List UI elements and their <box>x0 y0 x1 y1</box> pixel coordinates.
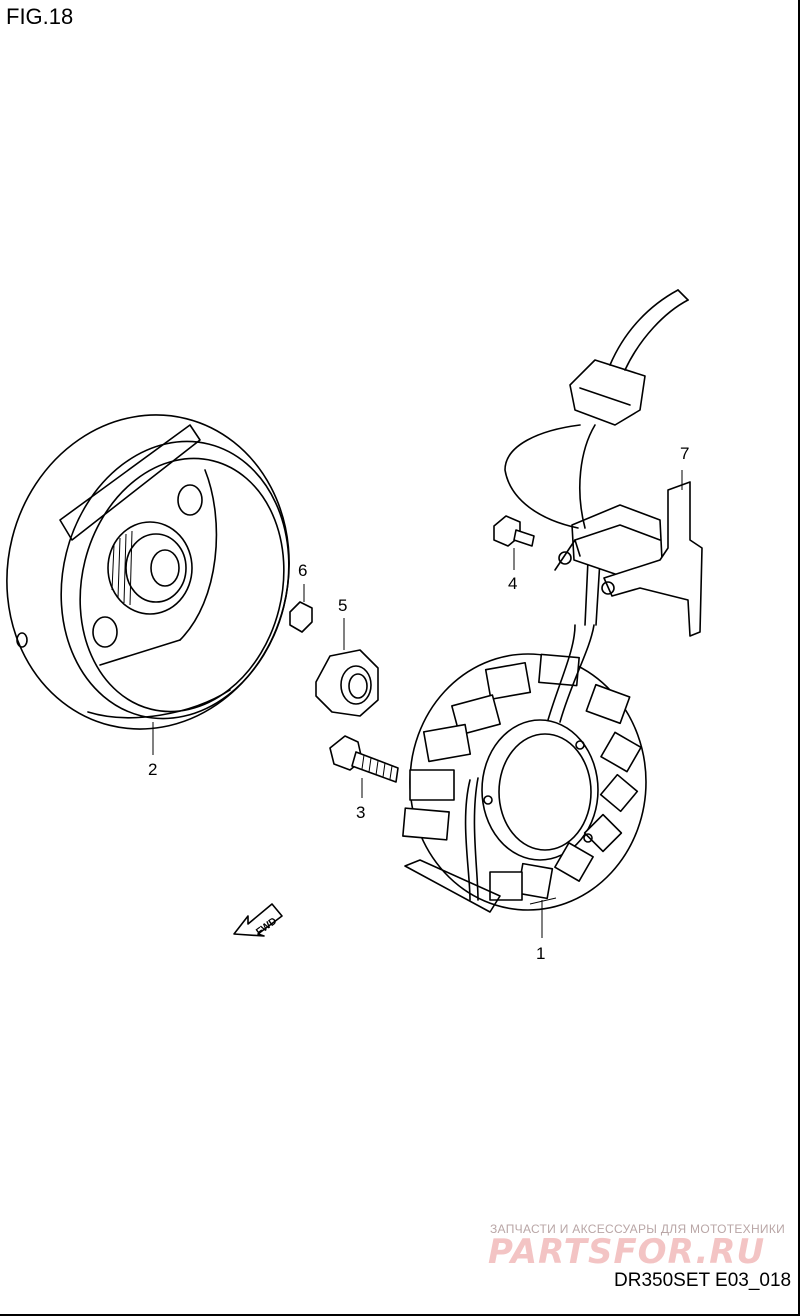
part-4-screw-drawing <box>493 515 535 547</box>
callout-7: 7 <box>680 444 690 463</box>
part-2-rotor-drawing <box>6 414 290 730</box>
callout-2: 2 <box>148 760 158 779</box>
part-3-bolt-drawing <box>329 735 399 783</box>
figure-title: FIG.18 <box>6 4 74 29</box>
callout-1: 1 <box>536 944 546 963</box>
callout-4: 4 <box>508 574 518 593</box>
part-1-stator-drawing <box>402 289 689 913</box>
part-6-key-drawing <box>289 601 313 633</box>
fwd-direction-arrow-shape <box>233 903 283 937</box>
watermark-tagline: ЗАПЧАСТИ И АКСЕССУАРЫ ДЛЯ МОТОТЕХНИКИ <box>490 1222 786 1236</box>
watermark-logo: PARTSFOR.RU <box>488 1232 766 1272</box>
diagram-code: DR350SET E03_018 <box>614 1270 792 1291</box>
part-7-bracket-drawing <box>603 481 703 637</box>
callout-3: 3 <box>356 803 366 822</box>
callout-leader-lines <box>152 470 683 938</box>
callout-6: 6 <box>298 561 308 580</box>
part-5-nut-drawing <box>315 649 379 717</box>
callout-5: 5 <box>338 596 348 615</box>
